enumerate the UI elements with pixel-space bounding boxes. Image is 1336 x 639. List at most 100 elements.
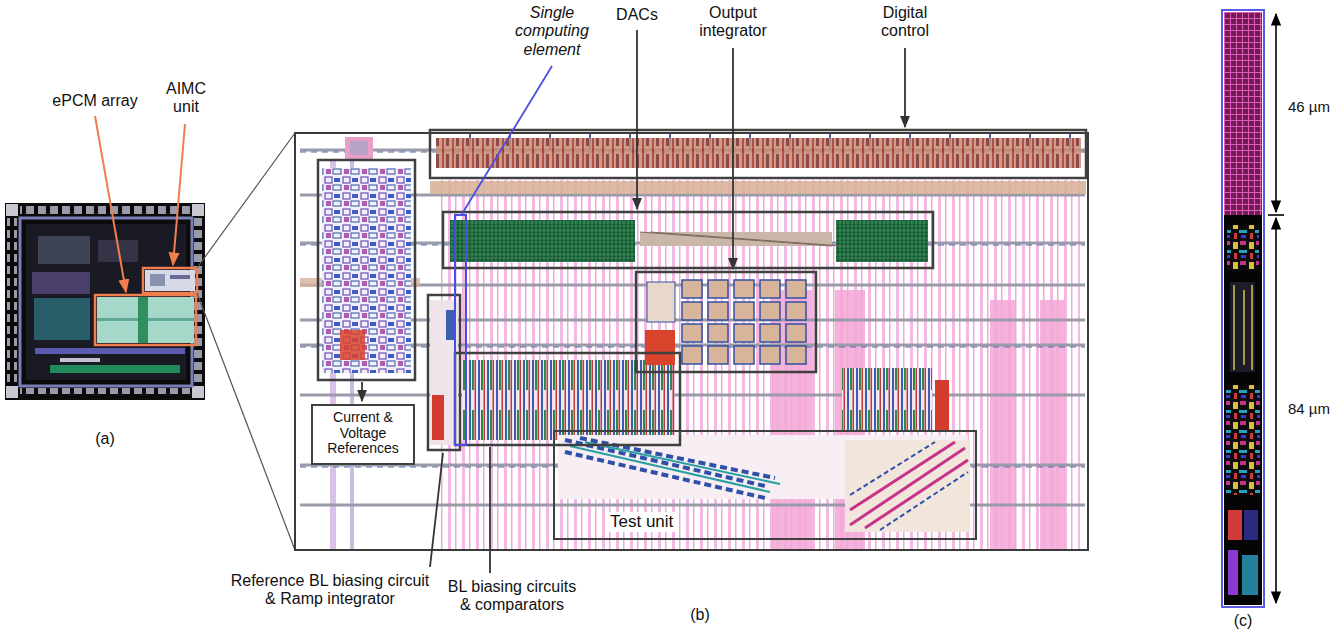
layout-view bbox=[880, 472, 968, 530]
panel-letter: (b) bbox=[680, 606, 720, 624]
element-layout bbox=[1242, 555, 1258, 595]
reference-label-box: Current & Voltage References bbox=[311, 404, 415, 465]
layout-view bbox=[340, 330, 365, 360]
leader-line bbox=[489, 447, 491, 573]
dimension-arrow bbox=[1275, 218, 1277, 603]
layout-view bbox=[645, 330, 675, 365]
element-layout bbox=[1224, 215, 1262, 605]
die-photo bbox=[6, 386, 18, 398]
callout-label: AIMC unit bbox=[162, 80, 210, 117]
layout-view bbox=[295, 133, 1088, 550]
leader-line bbox=[361, 382, 363, 401]
layout-view bbox=[708, 302, 728, 320]
die-photo bbox=[7, 218, 17, 384]
region-box bbox=[443, 212, 933, 268]
layout-view bbox=[760, 302, 780, 320]
zoom-line bbox=[197, 133, 295, 268]
layout-view bbox=[708, 280, 728, 298]
leader-line bbox=[430, 453, 443, 567]
element-layout bbox=[1234, 285, 1252, 370]
die-photo bbox=[192, 386, 204, 398]
die-photo bbox=[20, 388, 190, 398]
region-box bbox=[430, 130, 1086, 178]
callout-label: Output integrator bbox=[693, 4, 773, 41]
die-photo bbox=[150, 274, 165, 286]
dimension-label: 46 µm bbox=[1288, 98, 1334, 115]
layout-view bbox=[850, 442, 968, 528]
element-layout bbox=[1227, 225, 1259, 270]
element-layout bbox=[1222, 10, 1264, 607]
layout-view bbox=[570, 442, 780, 492]
dimension-arrow bbox=[1268, 214, 1284, 216]
element-layout bbox=[1228, 510, 1242, 540]
die-photo bbox=[145, 270, 195, 291]
layout-view bbox=[786, 346, 806, 364]
computing-element-outline bbox=[455, 215, 466, 445]
region-box bbox=[318, 130, 1086, 450]
layout-view bbox=[295, 133, 1088, 550]
region-box bbox=[636, 272, 816, 372]
layout-view bbox=[430, 181, 1086, 194]
layout-view bbox=[682, 346, 702, 364]
layout-view bbox=[734, 280, 754, 298]
layout-view bbox=[682, 302, 702, 320]
die-photo bbox=[192, 204, 204, 216]
dimension-label: 84 µm bbox=[1288, 400, 1334, 417]
layout-view bbox=[682, 324, 702, 342]
layout-view bbox=[786, 280, 806, 298]
callout-label: Single computing element bbox=[511, 4, 593, 59]
layout-view bbox=[436, 138, 1081, 168]
leader-line bbox=[95, 116, 185, 292]
die-photo bbox=[170, 275, 190, 279]
layout-view bbox=[990, 300, 1015, 550]
die-photo bbox=[20, 206, 190, 216]
layout-view bbox=[786, 324, 806, 342]
element-layout bbox=[1222, 10, 1264, 607]
die-photo bbox=[32, 272, 90, 294]
layout-view bbox=[760, 324, 780, 342]
callout-label: DACs bbox=[607, 6, 667, 24]
layout-view bbox=[865, 460, 968, 528]
layout-view bbox=[682, 280, 806, 364]
die-photo bbox=[50, 365, 180, 373]
test-unit-box: Test unit bbox=[553, 430, 977, 540]
layout-view bbox=[322, 168, 411, 373]
panel-frame bbox=[295, 133, 1088, 550]
leader-line bbox=[95, 116, 126, 292]
callout-label: Reference BL biasing circuit & Ramp inte… bbox=[227, 572, 434, 609]
box-text: Test unit bbox=[607, 512, 676, 532]
element-layout bbox=[1224, 12, 1262, 215]
callout-label: ePCM array bbox=[45, 92, 145, 110]
panel-letter: (c) bbox=[1223, 612, 1263, 630]
layout-view bbox=[836, 220, 928, 262]
dimension-arrow bbox=[1268, 14, 1284, 603]
box-text: Current & Voltage References bbox=[323, 410, 403, 457]
layout-view bbox=[850, 442, 955, 510]
layout-view bbox=[1040, 300, 1065, 550]
die-photo bbox=[138, 297, 148, 343]
layout-view bbox=[300, 152, 1085, 467]
die-photo bbox=[143, 268, 197, 293]
leader-line bbox=[362, 30, 905, 573]
element-layout bbox=[1228, 550, 1238, 595]
layout-view bbox=[350, 141, 368, 155]
dimension-arrow bbox=[1275, 14, 1277, 212]
callout-label: Digital control bbox=[873, 4, 937, 41]
leader-line bbox=[462, 66, 552, 214]
layout-view bbox=[708, 346, 728, 364]
leader-line bbox=[732, 48, 734, 269]
layout-view bbox=[565, 438, 775, 498]
zoom-line bbox=[197, 293, 295, 550]
leader-line bbox=[173, 124, 185, 265]
layout-view bbox=[760, 280, 780, 298]
layout-view bbox=[640, 232, 842, 246]
layout-view bbox=[682, 280, 702, 298]
die-photo bbox=[193, 218, 203, 384]
layout-view bbox=[450, 220, 635, 262]
die-photo bbox=[97, 297, 194, 343]
layout-view bbox=[850, 442, 935, 495]
layout-view bbox=[734, 346, 754, 364]
layout-view bbox=[708, 324, 728, 342]
die-photo bbox=[34, 298, 90, 340]
